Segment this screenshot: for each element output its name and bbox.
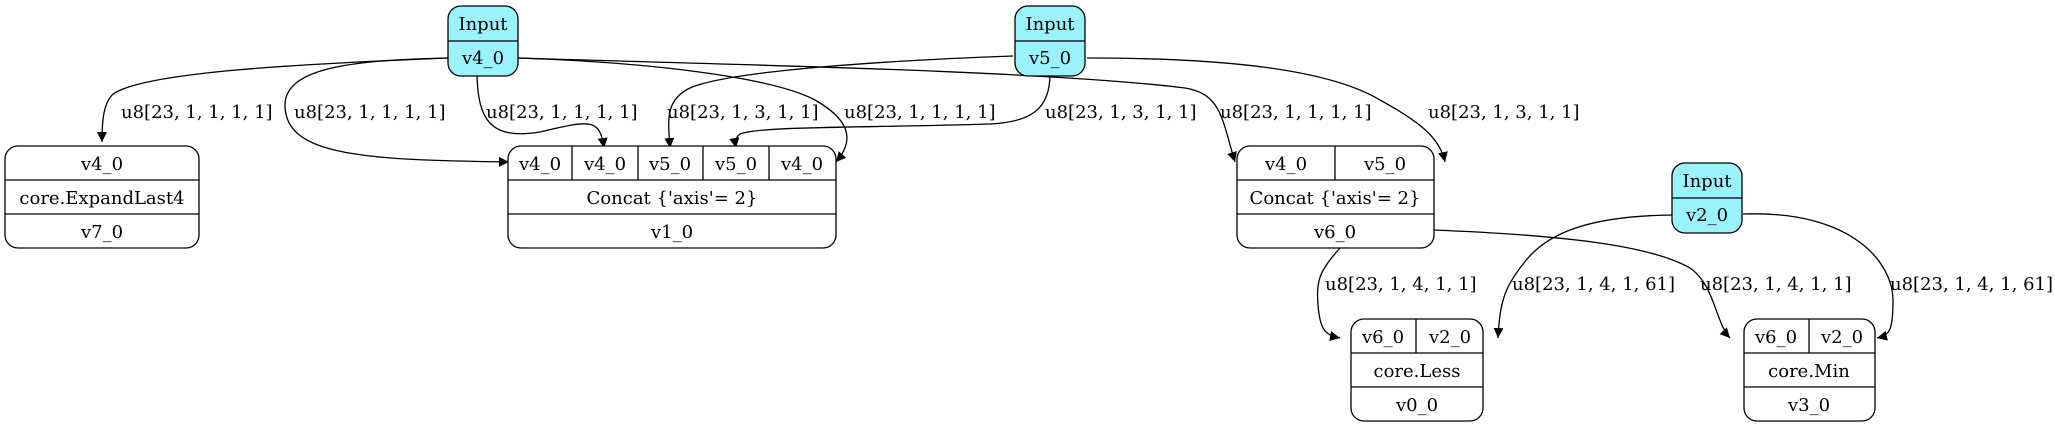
edge-v4-to-concat1-e [517,57,848,163]
node-min-input-0: v6_0 [1754,327,1797,348]
edge-label-v5-to-concat1-c: u8[23, 1, 3, 1, 1] [667,102,819,123]
node-less-input-1: v2_0 [1428,327,1471,348]
node-concat1-input-0: v4_0 [518,154,561,175]
edge-label-v5-to-concat1-d: u8[23, 1, 3, 1, 1] [1045,102,1197,123]
node-input-v4-title: Input [458,14,508,35]
node-min[interactable]: v6_0 v2_0 core.Min v3_0 [1743,318,1876,422]
edge-label-v2-to-less: u8[23, 1, 4, 1, 61] [1512,274,1675,295]
node-input-v2[interactable]: Input v2_0 [1671,162,1743,234]
node-input-v5[interactable]: Input v5_0 [1014,5,1086,77]
node-input-v2-title: Input [1682,171,1732,192]
node-less[interactable]: v6_0 v2_0 core.Less v0_0 [1350,318,1484,422]
edge-label-v4-to-concat1-b: u8[23, 1, 1, 1, 1] [486,102,638,123]
edge-label-v6-to-less: u8[23, 1, 4, 1, 1] [1325,274,1477,295]
node-concat2-op: Concat {'axis'= 2} [1250,188,1421,209]
node-min-output: v3_0 [1787,395,1830,416]
node-concat1-input-2: v5_0 [648,154,691,175]
node-expand-last4[interactable]: v4_0 core.ExpandLast4 v7_0 [4,145,200,249]
edge-labels: u8[23, 1, 1, 1, 1] u8[23, 1, 1, 1, 1] u8… [121,102,2053,295]
node-less-output: v0_0 [1395,395,1438,416]
node-input-v5-title: Input [1025,14,1075,35]
node-less-op: core.Less [1374,361,1461,382]
node-input-v4[interactable]: Input v4_0 [447,5,519,77]
node-input-v4-output: v4_0 [461,48,504,69]
node-concat1-op: Concat {'axis'= 2} [587,188,758,209]
edge-v5-to-concat1-d [729,73,1051,149]
node-concat1-input-3: v5_0 [714,154,757,175]
node-concat1-input-4: v4_0 [780,154,823,175]
edge-v4-to-concat1-a [284,57,510,167]
node-concat2-output: v6_0 [1313,222,1356,243]
edge-v4-to-expand [97,57,449,143]
node-expand-op: core.ExpandLast4 [19,188,184,209]
edge-label-v4-to-expand: u8[23, 1, 1, 1, 1] [121,102,273,123]
node-concat2-input-0: v4_0 [1264,154,1307,175]
edges [97,55,1894,341]
node-expand-input-0: v4_0 [80,154,123,175]
node-min-op: core.Min [1768,361,1850,382]
edge-label-v4-to-concat1-a: u8[23, 1, 1, 1, 1] [294,102,446,123]
edge-label-v4-to-concat2: u8[23, 1, 1, 1, 1] [1220,102,1372,123]
edge-v2-to-min [1742,213,1894,341]
edge-label-v6-to-min: u8[23, 1, 4, 1, 1] [1700,274,1852,295]
node-input-v5-output: v5_0 [1028,48,1071,69]
edge-label-v4-to-concat1-e: u8[23, 1, 1, 1, 1] [844,102,996,123]
node-concat2-input-1: v5_0 [1363,154,1406,175]
edge-v5-to-concat1-c [664,55,1014,149]
node-less-input-0: v6_0 [1361,327,1404,348]
node-concat-v6[interactable]: v4_0 v5_0 Concat {'axis'= 2} v6_0 [1236,145,1435,249]
node-concat1-input-1: v4_0 [583,154,626,175]
node-concat1-output: v1_0 [650,222,693,243]
node-expand-output: v7_0 [80,222,123,243]
edge-label-v2-to-min: u8[23, 1, 4, 1, 61] [1890,274,2053,295]
edge-v6-to-min [1432,229,1731,339]
node-input-v2-output: v2_0 [1685,205,1728,226]
edge-v4-to-concat1-b [476,73,608,149]
node-concat-v1[interactable]: v4_0 v4_0 v5_0 v5_0 v4_0 Concat {'axis'=… [507,145,837,249]
edge-label-v5-to-concat2: u8[23, 1, 3, 1, 1] [1428,102,1580,123]
edge-v6-to-less [1316,247,1341,341]
edge-v5-to-concat2 [1086,57,1448,163]
node-min-input-1: v2_0 [1820,327,1863,348]
edge-v2-to-less [1493,214,1673,339]
